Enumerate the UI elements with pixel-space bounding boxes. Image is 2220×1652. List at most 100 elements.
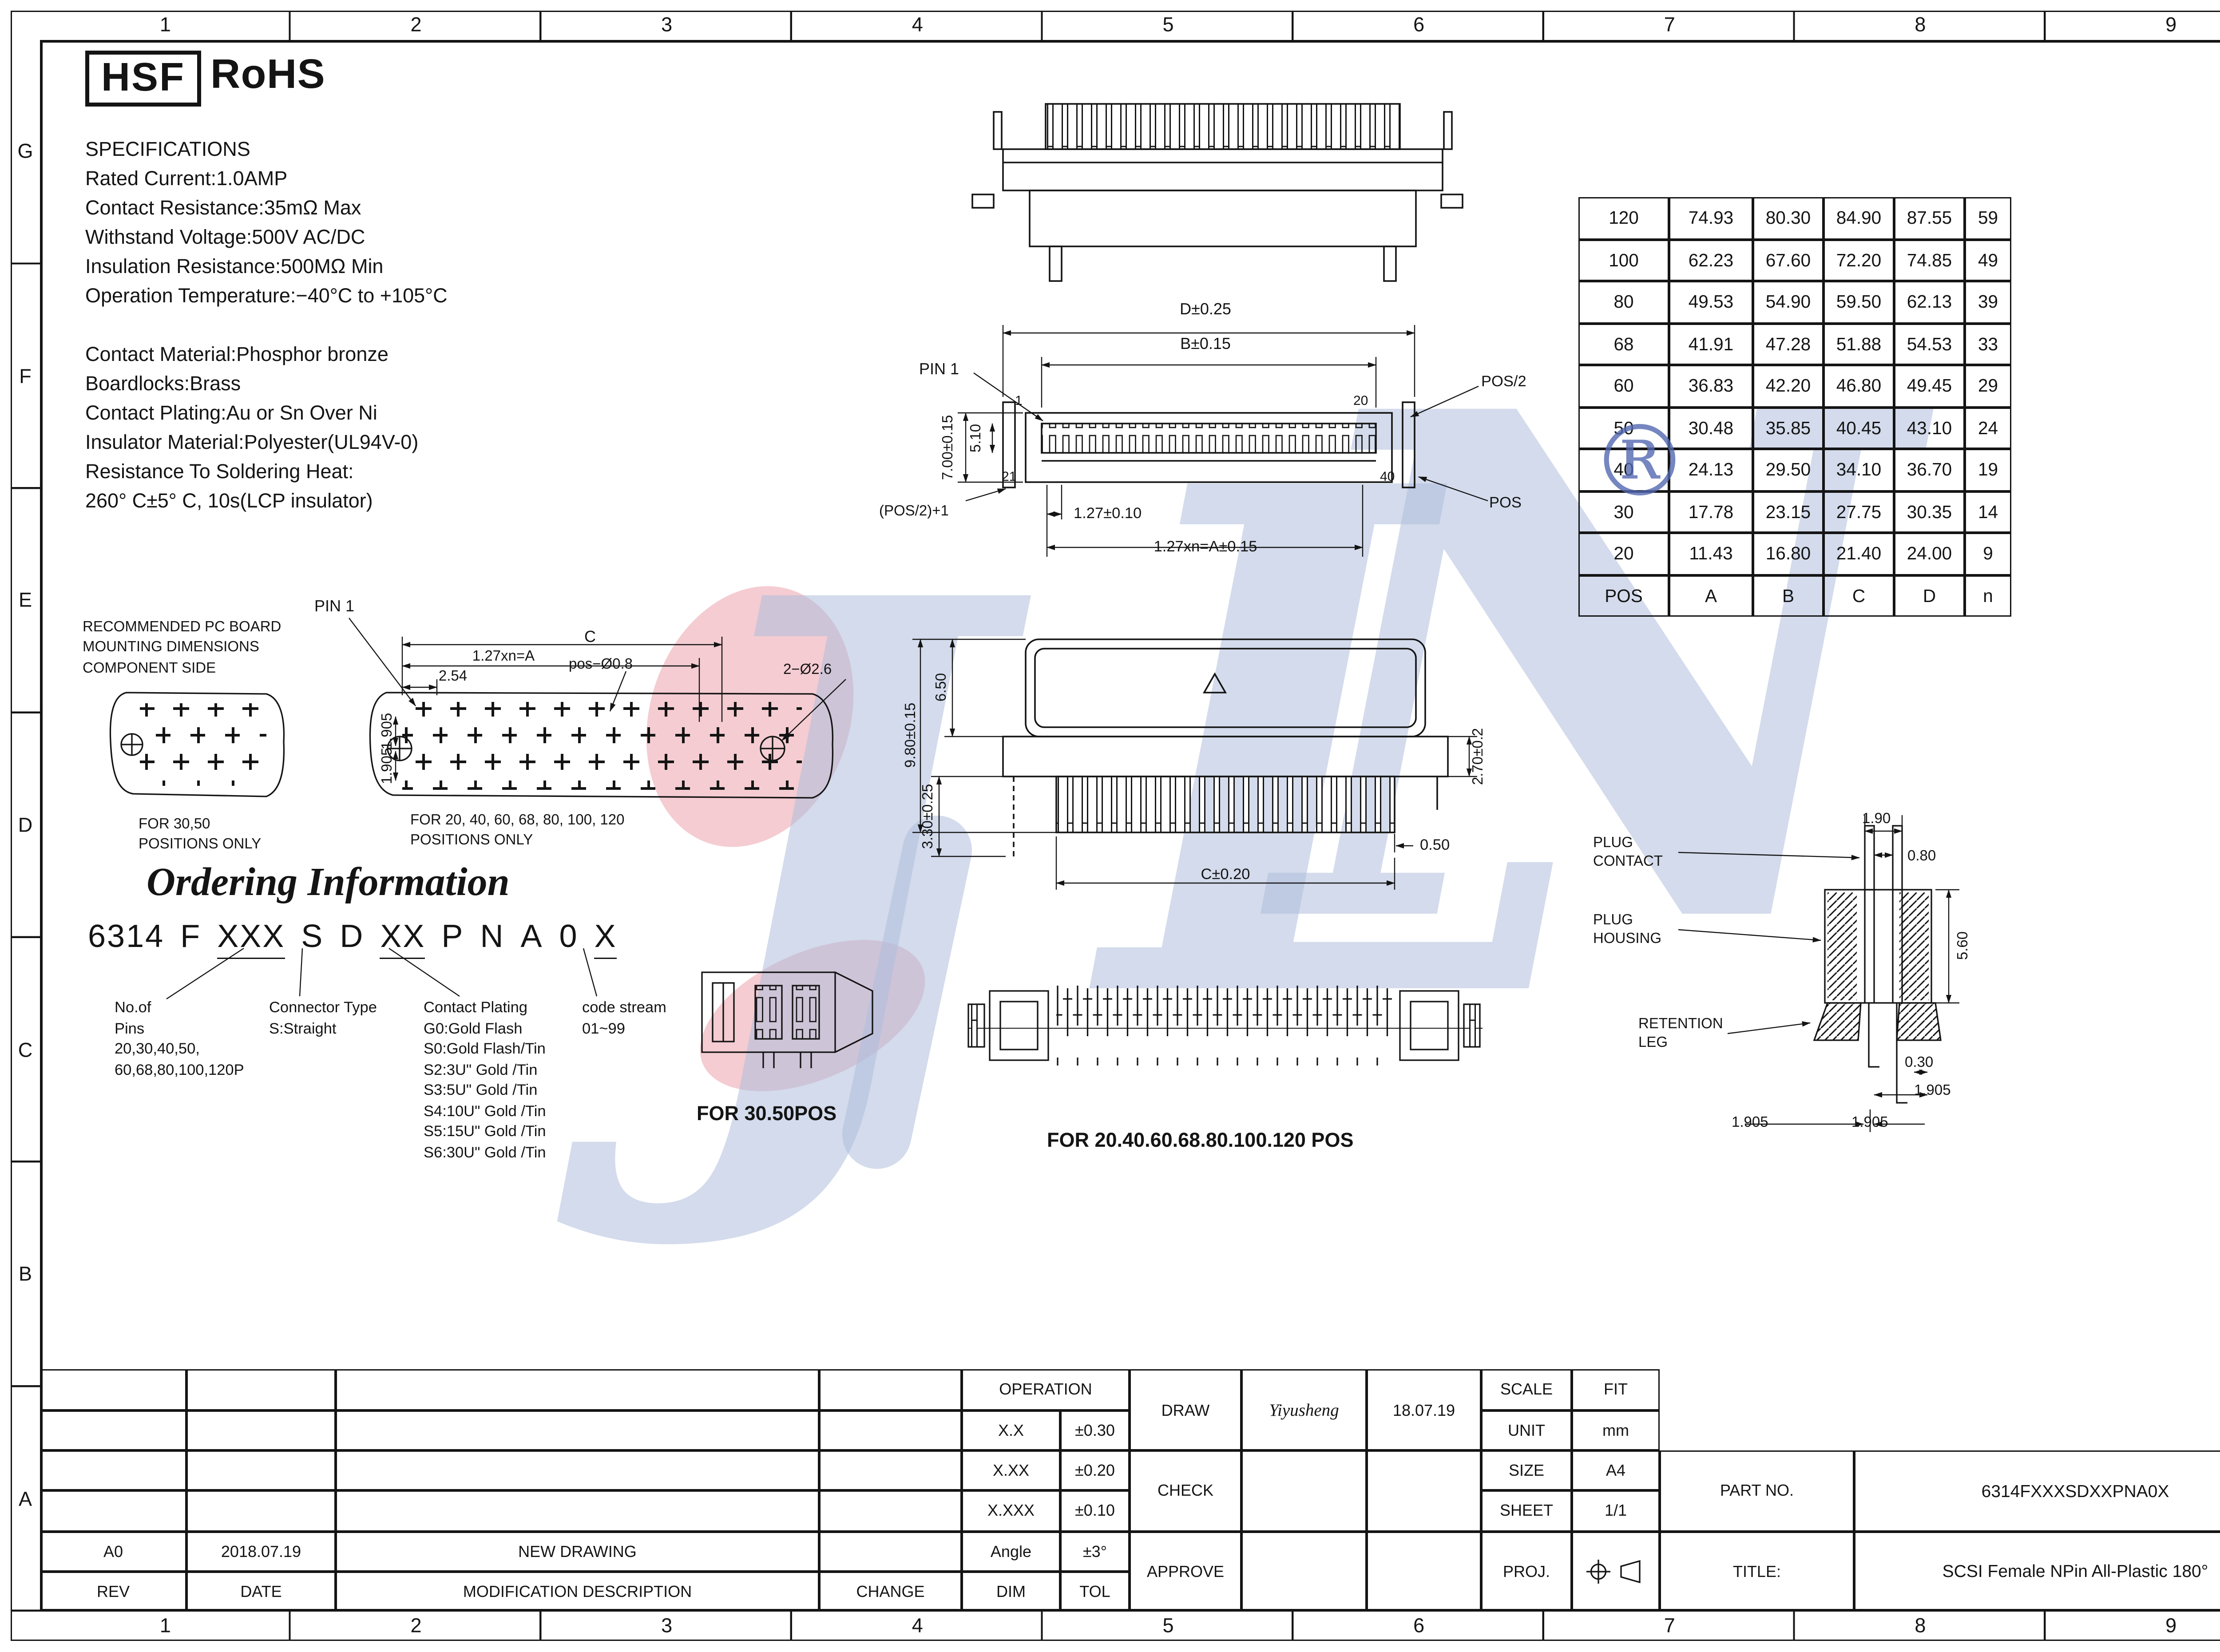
size-label: SIZE — [1481, 1450, 1572, 1491]
plug-dim-560: 5.60 — [1955, 931, 1971, 960]
grid-col-label-top: 7 — [1664, 14, 1675, 37]
dim-table-cell: 84.90 — [1824, 197, 1894, 239]
grid-row-label-left: C — [18, 1039, 33, 1062]
sheet-value: 1/1 — [1572, 1490, 1660, 1531]
dim-table-cell: 19 — [1965, 449, 2011, 491]
side-dim-c: C±0.20 — [1201, 867, 1250, 883]
pcb-hole-2: 2−Ø2.6 — [783, 662, 832, 678]
signature-block: DRAW Yiyusheng 18.07.19 CHECK APPROVE — [1130, 1369, 1481, 1612]
retention-leg-label: RETENTION LEG — [1638, 1016, 1723, 1051]
dim-table-cell: 49.53 — [1669, 281, 1753, 323]
plug-detail-drawing — [1678, 815, 1959, 1132]
revision-table: A0 2018.07.19 NEW DRAWING REV DATE MODIF… — [40, 1369, 962, 1612]
scale-value: FIT — [1572, 1369, 1660, 1410]
dim-table-cell: 23.15 — [1753, 491, 1824, 533]
dim-table-cell: 30 — [1578, 491, 1669, 533]
grid-col-label-bottom: 1 — [159, 1615, 171, 1638]
modification-header: MODIFICATION DESCRIPTION — [336, 1571, 819, 1612]
dim-table-cell: 20 — [1578, 533, 1669, 575]
dim-table-cell: 62.23 — [1669, 239, 1753, 281]
pin1-label: PIN 1 — [919, 360, 959, 378]
caption-all-pos: FOR 20.40.60.68.80.100.120 POS — [1047, 1129, 1354, 1152]
dim-table-cell: 14 — [1965, 491, 2011, 533]
ordering-title: Ordering Information — [147, 860, 510, 904]
part-no-value: 6314FXXXSDXXPNA0X — [1854, 1450, 2220, 1531]
dim-table-cell: 59.50 — [1824, 281, 1894, 323]
dim-table-cell: B — [1753, 574, 1824, 617]
unit-label: UNIT — [1481, 1410, 1572, 1450]
pcb-dim-1905-a: 1.905 — [380, 713, 396, 750]
rev-description: NEW DRAWING — [336, 1531, 819, 1572]
sheet-label: SHEET — [1481, 1490, 1572, 1531]
operation-header: OPERATION — [962, 1369, 1130, 1410]
grid-col-label-bottom: 5 — [1162, 1615, 1174, 1638]
title-value: SCSI Female NPin All-Plastic 180° — [1854, 1531, 2220, 1612]
plug-dim-030: 0.30 — [1905, 1055, 1934, 1071]
pin-number-21: 21 — [1002, 470, 1017, 485]
dim-table-cell: 72.20 — [1824, 239, 1894, 281]
pcb-pattern-drawing — [109, 618, 846, 799]
front-view-drawing — [971, 103, 1463, 282]
caption-30-50-pos: FOR 30.50POS — [697, 1103, 837, 1125]
ordering-pins-note: No.of Pins 20,30,40,50, 60,68,80,100,120… — [115, 1000, 244, 1078]
dim-table-cell: 30.35 — [1894, 491, 1965, 533]
dim-table-cell: 36.83 — [1669, 365, 1753, 407]
draw-name: Yiyusheng — [1241, 1369, 1367, 1450]
dim-table-cell: 34.10 — [1824, 449, 1894, 491]
grid-col-label-top: 4 — [912, 14, 923, 37]
dim-table-cell: 67.60 — [1753, 239, 1824, 281]
scale-label: SCALE — [1481, 1369, 1572, 1410]
bottom-view-30-50 — [701, 971, 873, 1068]
dim-height: 7.00±0.15 — [940, 415, 956, 480]
pcb-pin1-label: PIN 1 — [314, 597, 355, 615]
projection-symbol — [1586, 1559, 1641, 1584]
grid-row-label-left: D — [18, 814, 33, 837]
dim-table-cell: 100 — [1578, 239, 1669, 281]
dim-table-cell: 24.13 — [1669, 449, 1753, 491]
pcb-dim-total: 1.27xn=A — [472, 649, 535, 665]
scale-block: SCALE FIT UNIT mm SIZE A4 SHEET 1/1 PROJ… — [1481, 1369, 1660, 1612]
pn-seg-stream: X — [594, 919, 617, 959]
side-dim-650: 6.50 — [934, 673, 950, 702]
dim-pitch: 1.27±0.10 — [1074, 506, 1142, 522]
grid-row-label-left: F — [19, 365, 32, 388]
pcb-dim-254: 2.54 — [438, 669, 468, 685]
unit-value: mm — [1572, 1410, 1660, 1450]
grid-col-label-bottom: 2 — [410, 1615, 422, 1638]
tol-value: ±0.20 — [1060, 1450, 1130, 1491]
dim-table-cell: 49.45 — [1894, 365, 1965, 407]
pcb-dim-c: C — [584, 627, 596, 646]
rev-header: REV — [40, 1571, 186, 1612]
dim-table-cell: 74.93 — [1669, 197, 1753, 239]
dim-table-cell: 21.40 — [1824, 533, 1894, 575]
grid-col-label-top: 8 — [1915, 14, 1926, 37]
dim-table-cell: 59 — [1965, 197, 2011, 239]
plug-dim-080: 0.80 — [1907, 848, 1936, 864]
dim-table-cell: 46.80 — [1824, 365, 1894, 407]
dim-table-cell: 40.45 — [1824, 407, 1894, 449]
pn-seg-type: S — [301, 919, 324, 955]
plug-dim-1905-a: 1.905 — [1914, 1083, 1951, 1099]
dim-table-cell: 24 — [1965, 407, 2011, 449]
grid-col-label-bottom: 4 — [912, 1615, 923, 1638]
grid-col-label-bottom: 3 — [661, 1615, 673, 1638]
change-header: CHANGE — [819, 1571, 962, 1612]
grid-col-label-bottom: 8 — [1915, 1615, 1926, 1638]
dim-table-cell: 40 — [1578, 449, 1669, 491]
grid-col-label-top: 1 — [159, 14, 171, 37]
dim-table-cell: 80 — [1578, 281, 1669, 323]
tol-value: ±0.30 — [1060, 1410, 1130, 1450]
dim-table-cell: 35.85 — [1753, 407, 1824, 449]
frame-ticks-left — [11, 40, 40, 1612]
pcb-note: RECOMMENDED PC BOARD MOUNTING DIMENSIONS… — [83, 619, 281, 677]
plan-view-drawing — [958, 325, 1488, 557]
rev-value: A0 — [40, 1531, 186, 1572]
plug-contact-label: PLUG CONTACT — [1593, 835, 1663, 870]
grid-col-label-top: 6 — [1413, 14, 1425, 37]
grid-col-label-bottom: 9 — [2165, 1615, 2177, 1638]
dim-height2: 5.10 — [968, 424, 984, 453]
plug-dim-190: 1.90 — [1862, 811, 1891, 827]
hsf-logo: HSF — [85, 51, 201, 107]
grid-row-label-left: A — [18, 1488, 32, 1511]
